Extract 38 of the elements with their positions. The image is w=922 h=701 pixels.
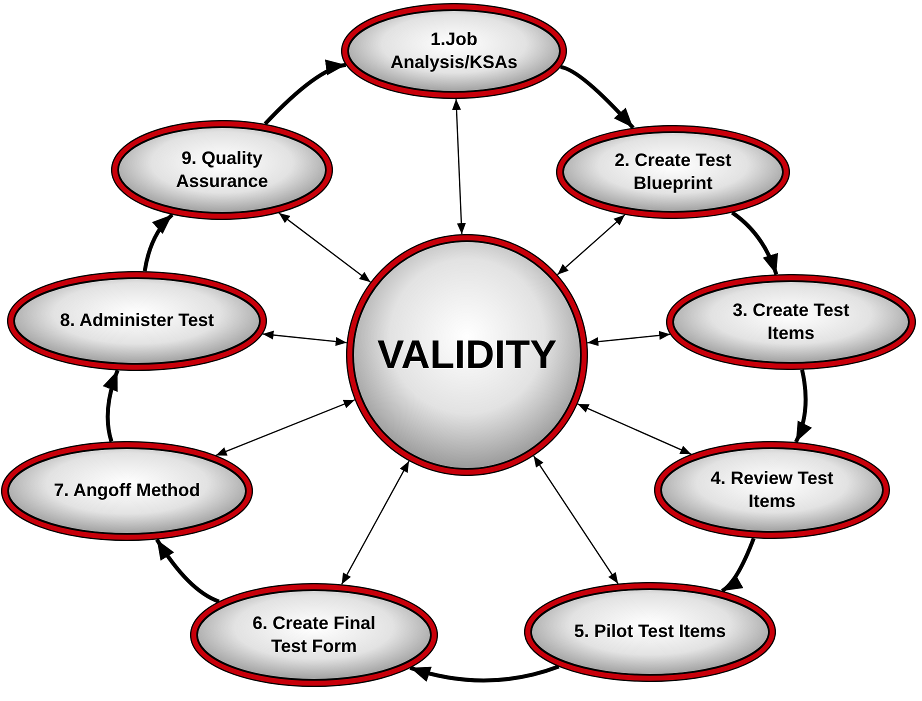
step-label: 5. Pilot Test Items [574, 620, 726, 644]
step-label: 6. Create Final Test Form [251, 612, 377, 658]
cycle-arrow [560, 65, 635, 130]
step-label: 3. Create Test Items [732, 298, 850, 345]
cycle-arrow [720, 538, 756, 593]
process-ellipse [111, 120, 333, 220]
step-label: 9. Quality Assurance [174, 146, 270, 193]
double-arrow [216, 399, 355, 456]
double-arrow [533, 456, 619, 584]
process-ellipse [1, 441, 253, 541]
cycle-arrow [155, 538, 220, 604]
center-label: VALIDITY [377, 332, 557, 379]
double-arrow [278, 212, 371, 283]
cycle-arrow [142, 213, 174, 272]
step-label: 8. Administer Test [60, 309, 214, 332]
process-ellipse [654, 441, 890, 539]
process-ellipse [341, 3, 567, 99]
double-arrow [577, 403, 692, 455]
cycle-arrow [410, 664, 560, 682]
cycle-arrow [103, 370, 120, 442]
process-ellipse [190, 583, 438, 687]
double-arrow [262, 330, 347, 346]
double-arrow [557, 214, 626, 276]
double-arrow [341, 460, 410, 585]
process-ellipse [666, 274, 916, 370]
cycle-arrow [794, 369, 812, 443]
process-ellipse [556, 125, 790, 219]
step-label: 4. Review Test Items [710, 466, 834, 513]
double-arrow [452, 98, 466, 234]
step-label: 1.Job Analysis/KSAs [389, 28, 519, 74]
cycle-arrow [264, 60, 346, 126]
center-circle [346, 234, 588, 476]
step-label: 7. Angoff Method [54, 479, 200, 502]
process-ellipse [524, 582, 776, 682]
double-arrow [587, 330, 670, 346]
cycle-arrow [731, 210, 778, 275]
step-label: 2. Create Test Blueprint [614, 148, 732, 195]
process-ellipse [7, 271, 267, 371]
